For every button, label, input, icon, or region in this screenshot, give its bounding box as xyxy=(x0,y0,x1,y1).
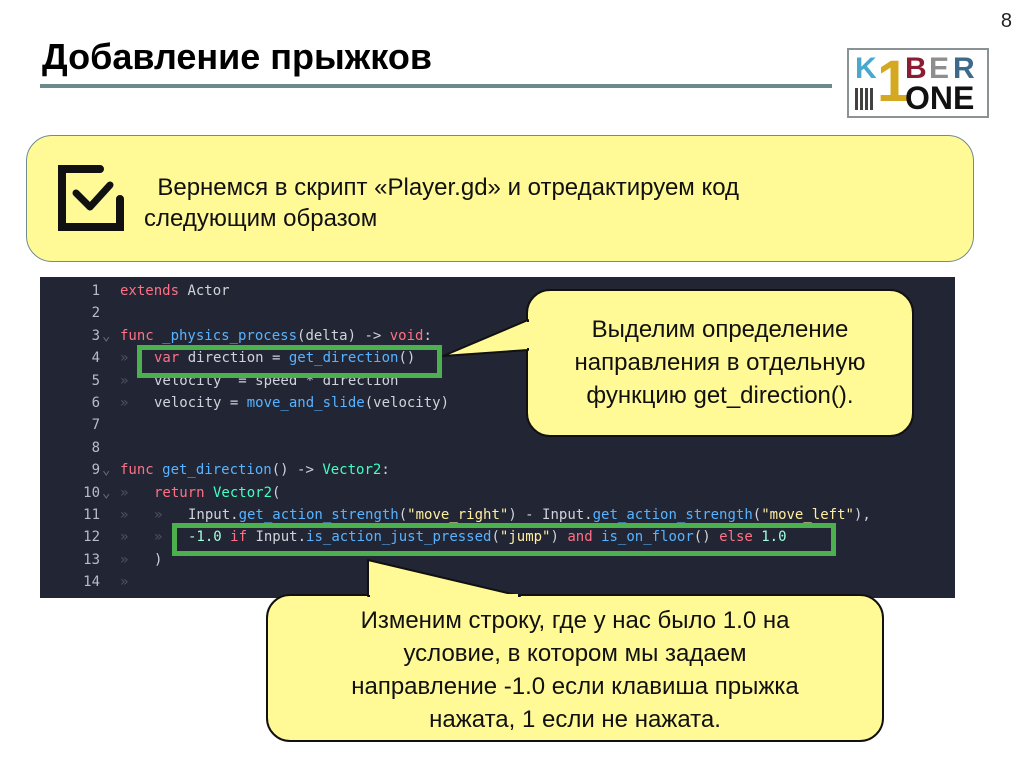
code-text: return Vector2( xyxy=(154,484,281,501)
logo-letter-b: B xyxy=(905,52,927,85)
indent-marker-icon: » xyxy=(120,507,129,523)
indent-marker-icon: » xyxy=(120,372,129,389)
line-number: 5 xyxy=(91,372,100,389)
line-number: 2 xyxy=(91,305,100,322)
code-line[interactable]: 8 xyxy=(40,437,955,459)
line-number: 6 xyxy=(91,395,100,411)
line-number: 4 xyxy=(91,350,100,367)
code-line[interactable]: 12 » » -1.0 if Input.is_action_just_pressed… xyxy=(40,526,955,548)
code-text: func get_direction() -> Vector2: xyxy=(120,462,390,479)
line-number: 8 xyxy=(91,439,100,456)
logo-letter-k: K xyxy=(855,52,877,85)
code-line[interactable]: 7 xyxy=(40,414,955,436)
callout-bottom-line-2: условие, в котором мы задаем xyxy=(403,640,747,667)
code-line[interactable]: 3⌄ func _physics_process(delta) -> void: xyxy=(40,325,955,347)
code-text: Input.get_action_strength("move_right") … xyxy=(188,507,871,523)
code-line[interactable]: 10⌄ » return Vector2( xyxy=(40,482,955,504)
fold-chevron-icon[interactable]: ⌄ xyxy=(102,462,111,479)
code-text: -1.0 if Input.is_action_just_pressed("ju… xyxy=(188,529,787,546)
fold-chevron-icon[interactable]: ⌄ xyxy=(102,327,111,344)
indent-marker-icon: » xyxy=(120,529,129,546)
callout-bottom-text: Изменим строку, где у нас было 1.0 на ус… xyxy=(266,604,884,736)
line-number: 1 xyxy=(91,283,100,299)
callout-bottom-line-1: Изменим строку, где у нас было 1.0 на xyxy=(360,607,790,634)
checkbox-checked-icon xyxy=(58,165,124,231)
line-number: 14 xyxy=(83,574,100,591)
intro-text: Вернемся в скрипт «Player.gd» и отредакт… xyxy=(144,172,944,234)
logo-letter-e: E xyxy=(929,52,950,85)
intro-box xyxy=(26,135,974,262)
callout-bottom-line-4: нажата, 1 если не нажата. xyxy=(429,706,721,733)
indent-marker-icon: » xyxy=(154,507,163,523)
intro-line-2: следующим образом xyxy=(144,205,378,232)
line-number: 9 xyxy=(91,462,100,479)
line-number: 10 xyxy=(83,484,100,501)
logo-digit-one: 1 xyxy=(877,49,910,114)
indent-marker-icon: » xyxy=(120,574,129,591)
code-line[interactable]: 13 ») xyxy=(40,549,955,571)
code-text: velocity = move_and_slide(velocity) xyxy=(154,395,450,411)
line-number: 7 xyxy=(91,417,100,434)
qr-code-icon xyxy=(855,88,875,110)
callout-top xyxy=(526,289,914,437)
code-line[interactable]: 14 » xyxy=(40,571,955,593)
code-text: func _physics_process(delta) -> void: xyxy=(120,327,432,344)
logo-word-one: ONE xyxy=(905,80,975,116)
indent-marker-icon: » xyxy=(154,529,163,546)
code-line[interactable]: 4 » var direction = get_direction() xyxy=(40,347,955,369)
line-number: 13 xyxy=(83,551,100,568)
callout-top-text: Выделим определение направления в отдель… xyxy=(526,313,914,412)
callout-bottom xyxy=(266,594,884,742)
intro-line-1: Вернемся в скрипт «Player.gd» и отредакт… xyxy=(144,174,740,201)
code-text: extends Actor xyxy=(120,283,230,299)
code-line[interactable]: 9⌄ func get_direction() -> Vector2: xyxy=(40,459,955,481)
code-text: ) xyxy=(154,551,163,568)
indent-marker-icon: » xyxy=(120,395,129,411)
code-text: var direction = get_direction() xyxy=(154,350,416,367)
code-line[interactable]: 6 » velocity = move_and_slide(velocity) xyxy=(40,392,955,414)
line-number: 11 xyxy=(83,507,100,523)
code-line[interactable]: 11 » » Input.get_action_strength("move_righ… xyxy=(40,504,955,526)
logo-letter-r: R xyxy=(953,52,975,85)
indent-marker-icon: » xyxy=(120,551,129,568)
title-underline xyxy=(40,84,832,88)
slide-title: Добавление прыжков xyxy=(42,36,432,77)
highlight-box-line-4 xyxy=(137,345,442,378)
callout-top-line-1: Выделим определение xyxy=(591,316,849,343)
page-number: 8 xyxy=(1000,10,1012,32)
line-number: 3 xyxy=(91,327,100,344)
code-line[interactable]: 1 extends Actor xyxy=(40,280,955,302)
highlight-box-line-12 xyxy=(172,523,836,556)
indent-marker-icon: » xyxy=(120,350,129,367)
callout-top-line-2: направления в отдельную xyxy=(574,349,866,376)
fold-chevron-icon[interactable]: ⌄ xyxy=(102,484,111,501)
indent-marker-icon: » xyxy=(120,484,129,501)
kiber-one-logo: K 1 B E R ONE xyxy=(847,48,989,118)
line-number: 12 xyxy=(83,529,100,546)
code-line[interactable]: 2 xyxy=(40,302,955,324)
callout-bottom-line-3: направление -1.0 если клавиша прыжка xyxy=(351,673,799,700)
callout-top-line-3: функцию get_direction(). xyxy=(586,382,854,409)
